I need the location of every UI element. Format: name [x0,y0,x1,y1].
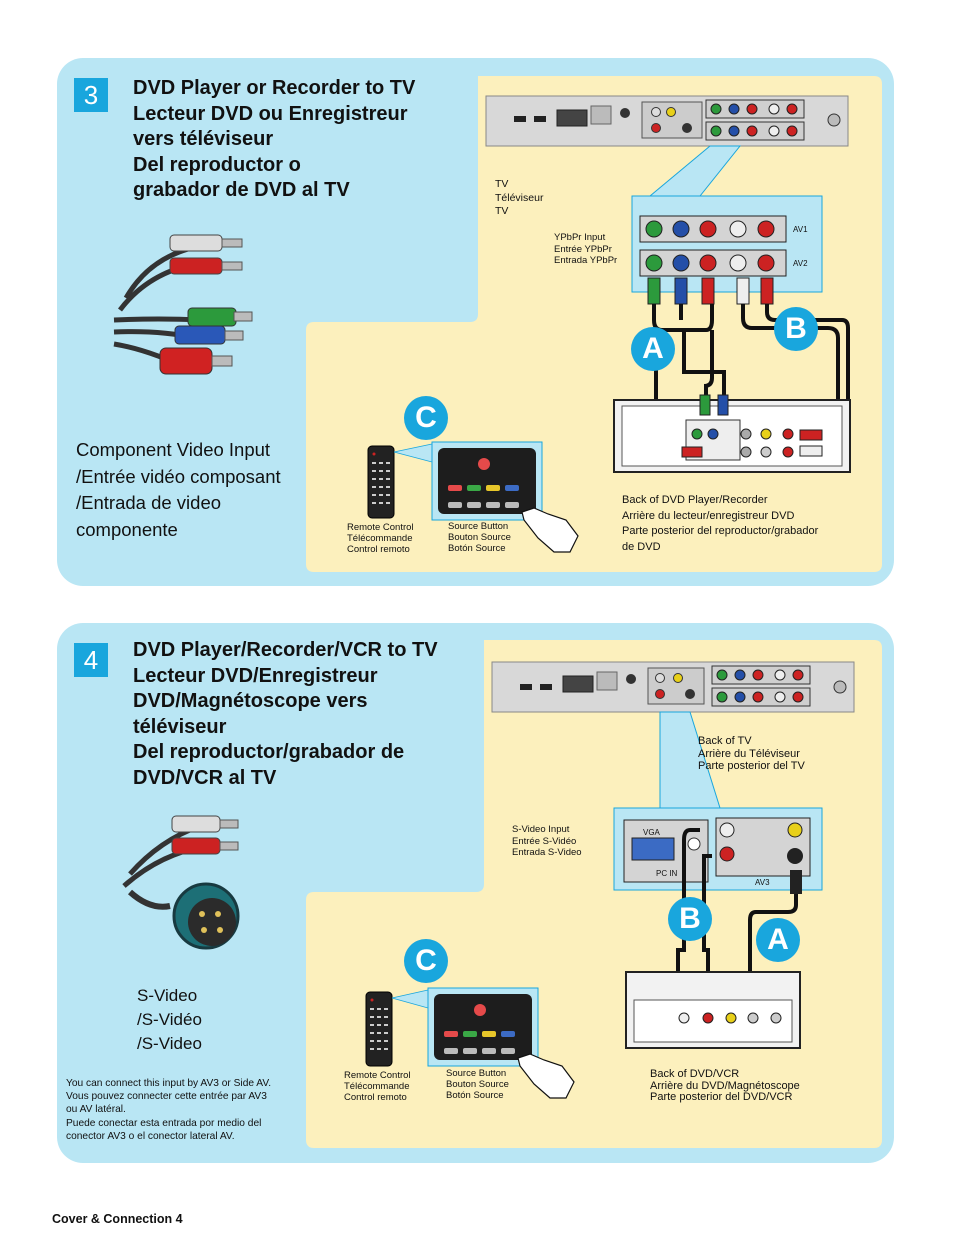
step-number-4: 4 [74,643,108,677]
vga-label-4: VGA [643,828,660,837]
source-button-zoom-4 [427,987,539,1067]
dvd-back-label: Back of DVD Player/Recorder Arrière du l… [622,494,819,553]
finger-hand-3 [521,507,579,553]
av3-footnote: You can connect this input by AV3 or Sid… [66,1078,272,1142]
tv-back-panel-4 [491,661,855,713]
plugs-at-tv-3 [647,277,774,305]
badge-c-3: C [404,396,448,440]
dvdvcr-back-label: Back of DVD/VCR Arrière du DVD/Magnétosc… [650,1068,800,1103]
step-number-3: 3 [74,78,108,112]
ypbpr-input-label: YPbPr Input Entrée YPbPr Entrada YPbPr [554,232,618,266]
av3-label-4: AV3 [755,878,770,887]
remote-control-label-4: Remote Control Télécommande Control remo… [344,1070,411,1103]
back-of-tv-label: Back of TV Arrière du Téléviseur Parte p… [698,735,805,772]
dvdvcr-back-4 [625,971,801,1049]
pc-in-label-4: PC IN [656,869,678,878]
av-jacks-zoom-3 [645,220,775,272]
badge-a-4: A [756,918,800,962]
source-button-label-3: Source Button Bouton Source Botón Source [448,521,511,554]
dvd-player-back-3 [613,394,851,473]
svideo-cable-illustration [122,815,240,950]
badge-c-4: C [404,939,448,983]
av2-label-3: AV2 [793,259,808,268]
av1-label-3: AV1 [793,225,808,234]
section-3-heading: DVD Player or Recorder to TV Lecteur DVD… [133,77,416,201]
component-cable-illustration [113,234,253,375]
badge-a-3: A [631,327,675,371]
source-button-zoom-3 [431,441,543,521]
remote-control-label-3: Remote Control Télécommande Control remo… [347,522,414,555]
remote-control-3 [367,445,395,519]
svideo-input-label: S-Video Input Entrée S-Vidéo Entrada S-V… [512,824,582,858]
component-video-caption: Component Video Input /Entrée vidéo comp… [76,439,281,540]
tv-back-panel-3 [485,95,849,147]
badge-b-3: B [774,307,818,351]
page-footer: Cover & Connection 4 [52,1212,183,1226]
section-4-heading: DVD Player/Recorder/VCR to TV Lecteur DV… [133,639,438,789]
finger-hand-4 [517,1053,575,1099]
source-button-label-4: Source Button Bouton Source Botón Source [446,1068,509,1101]
tv-label-3: TV Téléviseur TV [495,178,544,217]
svideo-caption: S-Video /S-Vidéo /S-Video [137,986,202,1053]
remote-control-4 [365,991,393,1067]
badge-b-4: B [668,897,712,941]
